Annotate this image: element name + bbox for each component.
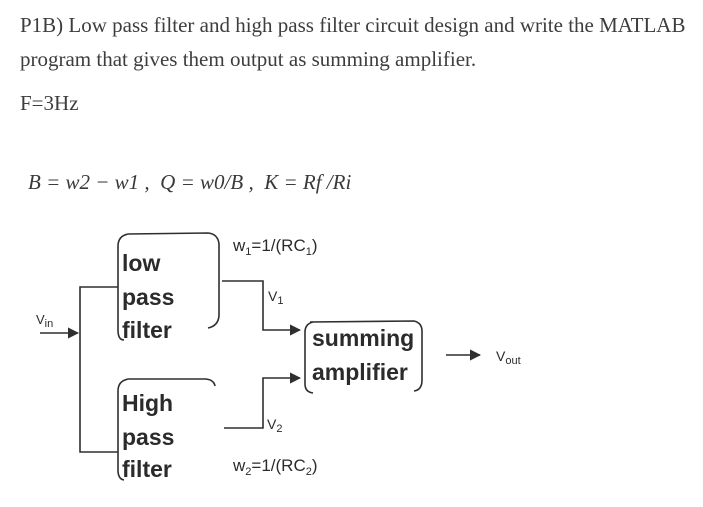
lpf-label-pass: pass bbox=[122, 284, 174, 310]
hpf-block-outline bbox=[117, 378, 216, 481]
summer-block-outline bbox=[304, 320, 423, 394]
input-label: Vin bbox=[36, 312, 53, 330]
w1-formula: w1=1/(RC1) bbox=[232, 236, 318, 258]
output-label: Vout bbox=[496, 348, 521, 367]
lpf-label-low: low bbox=[122, 250, 160, 276]
hpf-label-high: High bbox=[122, 390, 173, 416]
lpf-label-filter: filter bbox=[122, 317, 172, 343]
v2-label: V2 bbox=[267, 416, 282, 435]
split-wire bbox=[79, 286, 118, 453]
question-text: P1B) Low pass filter and high pass filte… bbox=[20, 13, 686, 71]
v1-label: V1 bbox=[268, 288, 283, 307]
lpf-output-wire bbox=[222, 280, 302, 336]
hpf-output-wire bbox=[224, 372, 302, 429]
hpf-label-pass: pass bbox=[122, 424, 174, 450]
frequency-spec: F=3Hz bbox=[20, 91, 79, 115]
formula-line: B = w2 − w1 , Q = w0/B , K = Rf /Ri bbox=[28, 170, 352, 194]
hpf-label-filter: filter bbox=[122, 456, 172, 482]
lpf-block-outline bbox=[117, 232, 220, 341]
summer-label-amplifier: amplifier bbox=[312, 359, 408, 385]
summer-label-summing: summing bbox=[312, 325, 414, 351]
w2-formula: w2=1/(RC2) bbox=[232, 456, 318, 478]
